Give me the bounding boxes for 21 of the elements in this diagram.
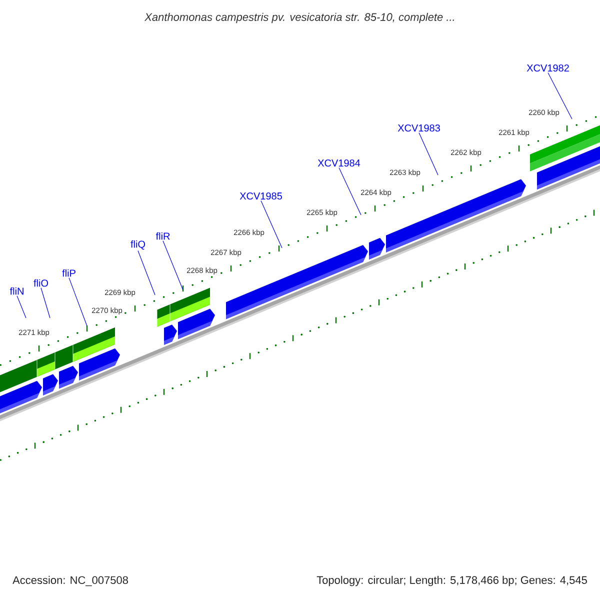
leader-line xyxy=(138,250,156,296)
gene-label: fliO xyxy=(34,279,48,287)
gene-label: XCV1982 xyxy=(526,64,569,72)
footer-text: Accession: NC_007508 xyxy=(12,576,128,586)
gene-label: XCV1985 xyxy=(240,192,282,200)
leader-line xyxy=(68,278,88,326)
gene-label: fliQ xyxy=(130,240,146,250)
leader-line xyxy=(260,200,282,248)
gene-label: XCV1984 xyxy=(318,159,360,167)
leader-line xyxy=(162,240,184,290)
leader-line xyxy=(548,72,572,120)
leader-line xyxy=(418,132,438,176)
gene-label: XCV1983 xyxy=(398,124,440,132)
gene-label: fliP xyxy=(62,269,76,277)
title: Xanthomonas campestris pv. vesicatoria str. 85-10, complete ... xyxy=(144,12,454,24)
footer-text: Topology: circular; Length: 5,178,466 bp; Genes: 4,545 xyxy=(316,576,587,586)
leader-line xyxy=(16,296,26,318)
gene-label: fliR xyxy=(156,232,170,240)
gene-label: fliN xyxy=(10,287,24,295)
leader-line xyxy=(338,167,362,216)
leader-line xyxy=(40,288,50,318)
